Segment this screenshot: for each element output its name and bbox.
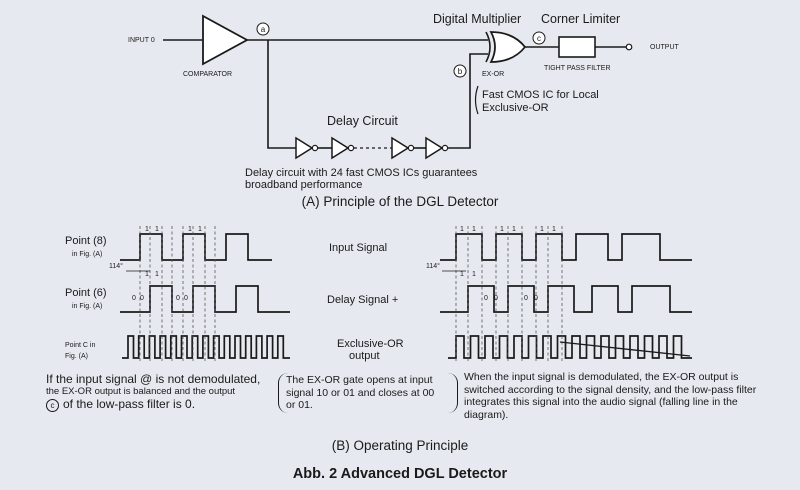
- point8-label-line1: Point (8): [65, 235, 107, 247]
- note-demodulated: When the input signal is demodulated, th…: [464, 371, 757, 421]
- delay-circuit-title: Delay Circuit: [327, 114, 398, 128]
- delay-signal-wave-left: [120, 285, 290, 313]
- bit-label-zero: 0: [484, 295, 488, 302]
- comparator-symbol: [202, 14, 249, 66]
- delay-buffer-2: [331, 136, 350, 160]
- bit-label-one: 1: [472, 226, 476, 233]
- circuit-diagram: INPUT 0 COMPARATOR a Delay Circuit Delay…: [128, 12, 680, 209]
- point-c-label: c: [537, 34, 541, 43]
- bit-label-zero: 0: [140, 295, 144, 302]
- input-label: INPUT 0: [128, 37, 155, 44]
- delay-buffer-1: [295, 136, 314, 160]
- caption-a: (A) Principle of the DGL Detector: [302, 194, 499, 209]
- exor-output-label-line1: Exclusive-OR: [337, 338, 404, 350]
- bit-label-one: 1: [460, 226, 464, 233]
- bit-label-one: 1: [552, 226, 556, 233]
- bit-label-zero: 0: [534, 295, 538, 302]
- inverter-bubble-2: [347, 144, 355, 152]
- exor-gate-symbol: [489, 31, 527, 63]
- bit-label-one: 1: [145, 226, 149, 233]
- bit-label-one: 1: [155, 226, 159, 233]
- delay-marker-left: 114°: [109, 262, 123, 270]
- exor-output-wave-left: [122, 335, 290, 359]
- point-b-label: b: [458, 67, 463, 76]
- note-not-demodulated: If the input signal @ is not demodulated…: [46, 372, 261, 412]
- delay-signal-wave-right: [440, 285, 692, 313]
- cmos-note-line1: Fast CMOS IC for Local: [482, 89, 599, 101]
- bit-label-zero: 0: [494, 295, 498, 302]
- delay-buffer-chain: [295, 136, 449, 160]
- comparator-label: COMPARATOR: [183, 71, 232, 78]
- bit-label-one: 1: [512, 226, 516, 233]
- bit-label-one: 1: [500, 226, 504, 233]
- bit-label-one: 1: [145, 271, 149, 278]
- output-terminal: [625, 43, 633, 51]
- inverter-bubble-4: [441, 144, 449, 152]
- bit-label-zero: 0: [184, 295, 188, 302]
- point-a-marker: [256, 22, 270, 36]
- exor-input-arc: [485, 31, 491, 63]
- bit-label-zero: 0: [132, 295, 136, 302]
- bit-label-one: 1: [472, 271, 476, 278]
- input-signal-wave-left: [120, 233, 272, 261]
- bit-label-one: 1: [155, 271, 159, 278]
- pointc-label-line2: Fig. (A): [65, 353, 88, 360]
- bit-label-one: 1: [188, 226, 192, 233]
- low-pass-filter-box: [558, 36, 596, 58]
- caption-b: (B) Operating Principle: [332, 438, 469, 453]
- limiter-title: Corner Limiter: [541, 12, 620, 26]
- point6-label-line2: in Fig. (A): [72, 303, 102, 310]
- delay-note-line1: Delay circuit with 24 fast CMOS ICs guar…: [245, 167, 478, 179]
- point6-label-line1: Point (6): [65, 287, 107, 299]
- point-c-inline-icon: c: [46, 399, 59, 412]
- waveform-panel: Point (8) in Fig. (A) Point (6) in Fig. …: [65, 226, 692, 362]
- delay-note-line2: broadband performance: [245, 179, 362, 191]
- exor-output-label-line2: output: [349, 350, 380, 362]
- point8-label-line2: in Fig. (A): [72, 251, 102, 258]
- exor-label: EX-OR: [482, 71, 504, 78]
- multiplier-title: Digital Multiplier: [433, 12, 521, 26]
- pointc-label-line1: Point C in: [65, 342, 95, 349]
- input-signal-wave-right: [440, 233, 692, 261]
- delay-buffer-3: [391, 136, 410, 160]
- bit-label-one: 1: [460, 271, 464, 278]
- point-b-marker: [453, 64, 467, 78]
- delay-signal-label: Delay Signal +: [327, 294, 398, 306]
- delay-buffer-4: [425, 136, 444, 160]
- delay-marker-right: 114°: [426, 262, 440, 270]
- cmos-note-bracket: [474, 85, 479, 115]
- delay-return-wire: [448, 53, 488, 149]
- bit-label-one: 1: [198, 226, 202, 233]
- input-signal-label: Input Signal: [329, 242, 387, 254]
- inverter-bubble-1: [311, 144, 319, 152]
- figure-title: Abb. 2 Advanced DGL Detector: [293, 466, 508, 482]
- exor-output-wave-right: [448, 335, 692, 359]
- falling-integration-line: [559, 341, 691, 357]
- point-a-label: a: [261, 25, 266, 34]
- cmos-note-line2: Exclusive-OR: [482, 102, 549, 114]
- bit-label-one: 1: [540, 226, 544, 233]
- bit-label-zero: 0: [524, 295, 528, 302]
- bit-label-zero: 0: [176, 295, 180, 302]
- filter-label: TIGHT PASS FILTER: [544, 65, 611, 72]
- delay-branch-wire: [267, 40, 296, 149]
- inverter-bubble-3: [407, 144, 415, 152]
- output-label: OUTPUT: [650, 44, 680, 51]
- note-exor-gate: The EX-OR gate opens at input signal 10 …: [278, 373, 458, 413]
- point-c-marker: [532, 31, 546, 45]
